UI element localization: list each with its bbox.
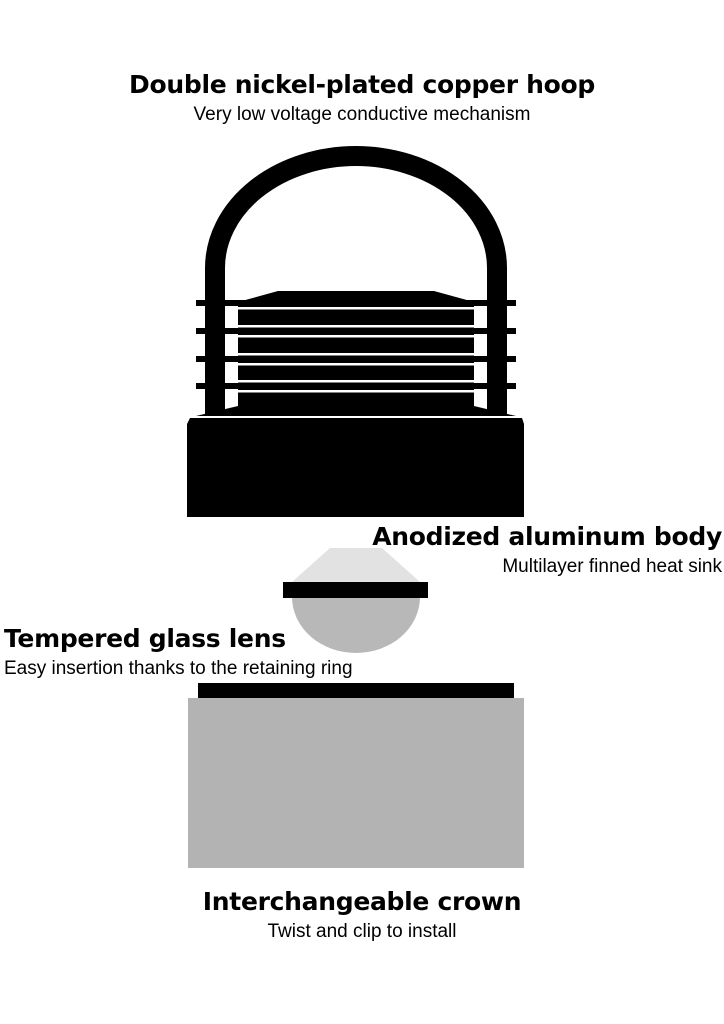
lens-title: Tempered glass lens xyxy=(4,624,286,653)
crown-label: Interchangeable crown Twist and clip to … xyxy=(202,887,522,942)
body-subtitle: Multilayer finned heat sink xyxy=(502,556,722,577)
hoop-title: Double nickel-plated copper hoop xyxy=(129,70,595,99)
aluminum-body-base xyxy=(187,418,524,517)
glass-lens xyxy=(283,548,428,653)
body-label: Anodized aluminum body Multilayer finned… xyxy=(372,524,722,576)
lens-bottom xyxy=(292,597,420,653)
lens-label: Tempered glass lens Easy insertion thank… xyxy=(4,626,353,678)
hoop-subtitle: Very low voltage conductive mechanism xyxy=(193,104,531,125)
crown-body xyxy=(188,698,524,868)
copper-hoop xyxy=(205,146,507,416)
crown-title: Interchangeable crown xyxy=(202,887,522,916)
hoop-label: Double nickel-plated copper hoop Very lo… xyxy=(129,72,595,124)
fin-rods xyxy=(196,300,516,389)
retaining-ring xyxy=(283,582,428,598)
crown-rim xyxy=(198,683,514,698)
finned-heat-sink xyxy=(196,291,516,416)
fin-gaps xyxy=(198,307,514,393)
lens-subtitle: Easy insertion thanks to the retaining r… xyxy=(4,658,353,679)
interchangeable-crown xyxy=(188,683,524,868)
lens-top xyxy=(292,548,420,582)
body-title: Anodized aluminum body xyxy=(372,522,722,551)
crown-subtitle: Twist and clip to install xyxy=(267,921,457,942)
